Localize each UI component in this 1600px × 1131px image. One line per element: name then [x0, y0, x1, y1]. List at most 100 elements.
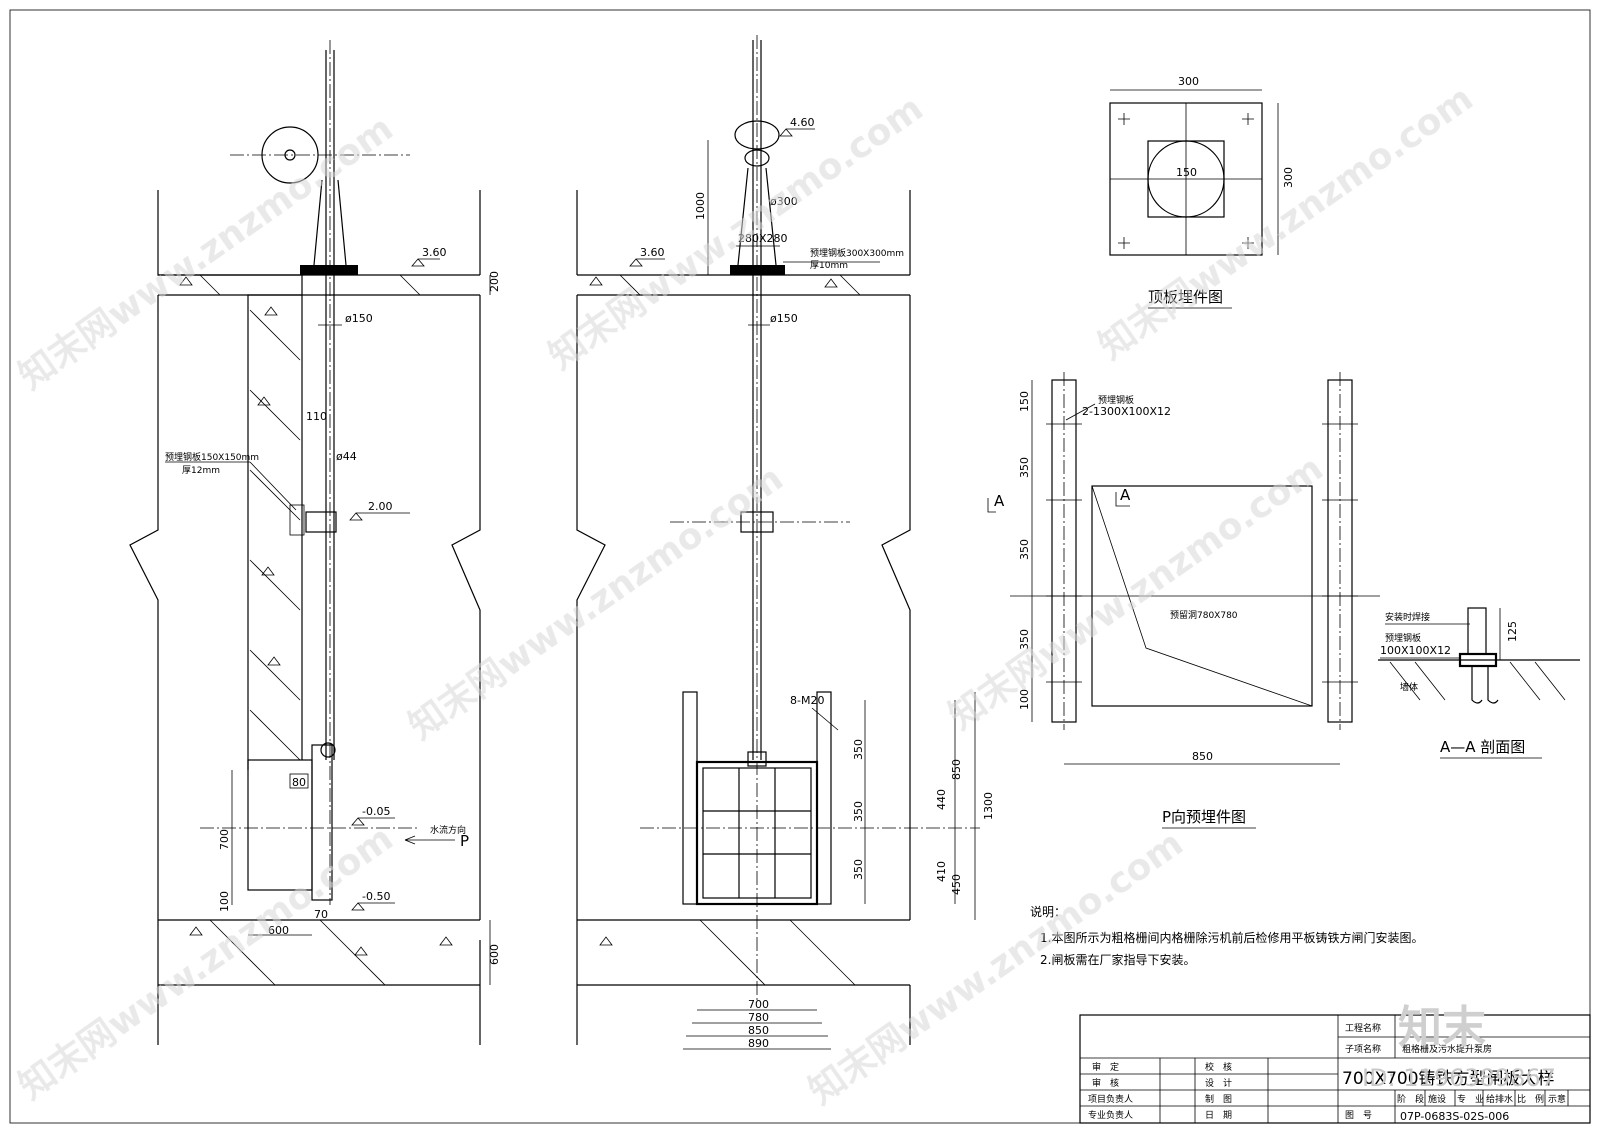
- tb-stage-label: 阶 段: [1397, 1093, 1424, 1105]
- watermark-text-4: 知末网www.znzmo.com: [402, 458, 791, 748]
- side-wall-left: [157, 190, 303, 770]
- front-guide-left: [682, 691, 698, 905]
- side-level-text: 3.60: [422, 246, 447, 259]
- front-hoist-head: [734, 120, 780, 150]
- front-gate-ribs: [703, 768, 811, 898]
- p-view-dim-350c: 350: [1018, 629, 1031, 650]
- side-dim-stem: ø44: [336, 450, 357, 463]
- p-view-section-marker-2: A: [1120, 486, 1131, 504]
- tb-drawing-title: 700X700铸铁方型闸板大样: [1342, 1069, 1555, 1089]
- front-dim-280: 280X280: [738, 232, 788, 245]
- side-level-text: 2.00: [368, 500, 393, 513]
- tb-scale-label: 比 例: [1517, 1093, 1544, 1105]
- front-level-text: 4.60: [790, 116, 815, 129]
- front-dim-850w: 850: [748, 1024, 769, 1037]
- side-view-marker: P: [460, 832, 469, 850]
- front-gate-frame: [695, 760, 819, 906]
- tb-date: 日 期: [1205, 1110, 1232, 1121]
- side-embed-plate: [289, 504, 305, 536]
- watermark-text-1: 知末网www.znzmo.com: [12, 108, 401, 398]
- watermark-id: ID: 1196389867: [1362, 1064, 1556, 1092]
- top-plate-dim-height: 300: [1282, 167, 1295, 188]
- front-outer-left: [576, 190, 606, 1045]
- side-outer-left: [129, 295, 159, 1045]
- notes-item-2: 2.闸板需在厂家指导下安装。: [1040, 952, 1195, 967]
- aa-weld-label: 安装时焊接: [1385, 611, 1430, 623]
- aa-section-title: A—A 剖面图: [1440, 738, 1525, 756]
- top-plate-anchors: [1118, 113, 1254, 249]
- side-base-plate: [300, 265, 358, 275]
- tb-design: 设 计: [1205, 1077, 1232, 1089]
- top-plate-dim-hole: 150: [1176, 166, 1197, 179]
- watermark-text-6: 知末网www.znzmo.com: [12, 818, 401, 1108]
- side-concrete-marks: [179, 276, 453, 956]
- front-outer-right: [881, 190, 911, 1045]
- p-view-plate-label: 预埋钢板: [1098, 394, 1134, 406]
- front-level-4-60: 4.60: [779, 116, 815, 137]
- p-view-section-marker: A: [994, 492, 1005, 510]
- side-dim-80: 80: [292, 776, 306, 789]
- aa-wall-label: 墙体: [1400, 681, 1418, 693]
- notes-block: 说明： 1.本图所示为粗格栅间内格栅除污机前后检修用平板铸铁方闸门安装图。 2.…: [1030, 904, 1423, 967]
- front-plate-thickness: 厚10mm: [810, 260, 848, 271]
- tb-subitem-label: 子项名称: [1345, 1043, 1381, 1055]
- front-dim-440: 440: [935, 789, 948, 810]
- side-dim-slab: 200: [488, 271, 501, 292]
- front-dim-450: 450: [950, 874, 963, 895]
- side-dim-600w: 600: [268, 924, 289, 937]
- front-pedestal: [737, 167, 777, 266]
- p-view-dim-350a: 350: [1018, 457, 1031, 478]
- tb-scale-value: 示意: [1548, 1093, 1566, 1105]
- front-dim-890: 890: [748, 1037, 769, 1050]
- notes-heading: 说明：: [1030, 904, 1066, 919]
- side-level-3-60: 3.60: [411, 246, 447, 267]
- aa-section-detail: 安装时焊接 预埋钢板 100X100X12 墙体 125 A—A 剖面图: [1378, 607, 1580, 759]
- drawing-frame: [9, 9, 1591, 1124]
- side-hatching: [199, 274, 421, 986]
- p-view-plate-spec: 2-1300X100X12: [1082, 405, 1171, 418]
- side-dim-700: 700: [218, 829, 231, 850]
- tb-discipline-value: 给排水: [1486, 1093, 1513, 1105]
- side-plate-thickness: 厚12mm: [182, 465, 220, 476]
- front-dim-850: 850: [950, 759, 963, 780]
- p-view-diagonal: [1091, 485, 1313, 707]
- front-gate-leaf: [702, 767, 812, 899]
- top-plate-title: 顶板埋件图: [1148, 288, 1223, 306]
- front-dim-350a: 350: [852, 739, 865, 760]
- aa-angle: [1467, 607, 1487, 655]
- tb-project-label: 工程名称: [1345, 1022, 1381, 1034]
- side-dim-600h: 600: [488, 944, 501, 965]
- aa-plate-label: 预埋钢板: [1385, 632, 1421, 644]
- front-dim-1300: 1300: [982, 792, 995, 820]
- front-level-3-60: 3.60: [629, 246, 665, 267]
- watermark-layer: 知末网www.znzmo.com 知末网www.znzmo.com 知末网www…: [12, 78, 1481, 1113]
- tb-project-lead: 项目负责人: [1088, 1093, 1133, 1105]
- watermark-text-3: 知末网www.znzmo.com: [1092, 78, 1481, 368]
- watermark-brand: 知末: [1398, 1002, 1486, 1053]
- side-level-m0-50: -0.50: [351, 890, 395, 911]
- side-level-text: -0.50: [362, 890, 390, 903]
- front-dim-700: 700: [748, 998, 769, 1011]
- side-bracket: [305, 511, 337, 533]
- p-view-title: P向预埋件图: [1162, 808, 1246, 826]
- tb-review: 审 核: [1092, 1077, 1119, 1089]
- tb-discipline-lead: 专业负责人: [1088, 1109, 1133, 1121]
- side-level-m0-05: -0.05: [351, 805, 395, 826]
- side-level-2-00: 2.00: [349, 500, 410, 521]
- side-dim-100: 100: [218, 891, 231, 912]
- p-view-dim-350b: 350: [1018, 539, 1031, 560]
- side-flow-label: 水流方向: [430, 824, 466, 836]
- p-view-detail: 150 350 350 350 100 850 A A 预埋钢板 2-1300X…: [987, 372, 1380, 829]
- tb-check: 校 核: [1205, 1061, 1232, 1073]
- front-dim-410: 410: [935, 861, 948, 882]
- notes-item-1: 1.本图所示为粗格栅间内格栅除污机前后检修用平板铸铁方闸门安装图。: [1040, 930, 1423, 945]
- front-base-plate: [730, 265, 785, 275]
- tb-subitem-value: 粗格栅及污水提升泵房: [1402, 1043, 1492, 1055]
- tb-approve: 审 定: [1092, 1061, 1119, 1073]
- aa-plate-spec: 100X100X12: [1380, 644, 1451, 657]
- side-gate-leaf: [311, 744, 333, 901]
- side-gate-pin: [320, 742, 336, 758]
- p-view-opening-label: 预留洞780X780: [1170, 609, 1238, 621]
- front-dim-bolts: 8-M20: [790, 694, 824, 707]
